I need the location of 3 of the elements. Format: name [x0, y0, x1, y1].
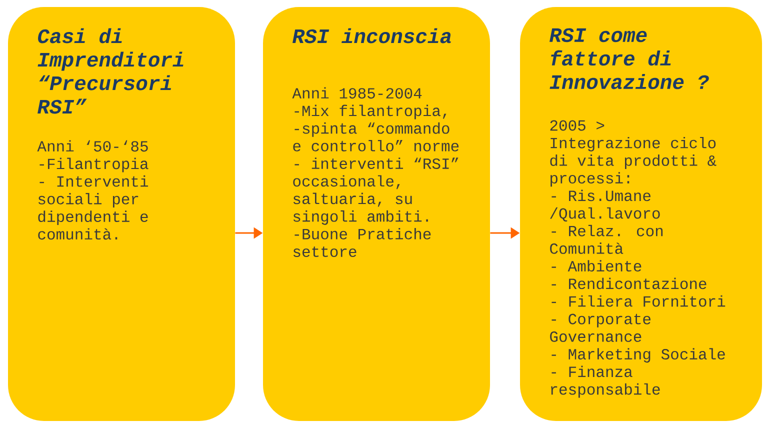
process-box: RSI come fattore di Innovazione ? 2005 > Integrazione ciclo di vita prodotti & processi: - Ris.Umane /Qual.lavoro - Relaz. con Comunità - Ambiente - Rendicontazione - Filiera Fornitori - Corporate Governance - Marketing Sociale - Finanza responsabile: [520, 7, 762, 421]
process-box: Casi di Imprenditori “Precursori RSI” Anni ‘50-‘85 -Filantropia - Interventi sociali per dipendenti e comunità.: [8, 7, 235, 421]
process-box: RSI inconscia Anni 1985-2004 -Mix filantropia, -spinta “commando e controllo” norme - interventi “RSI” occasionale, saltuaria, su singoli ambiti. -Buone Pratiche settore: [263, 7, 490, 421]
